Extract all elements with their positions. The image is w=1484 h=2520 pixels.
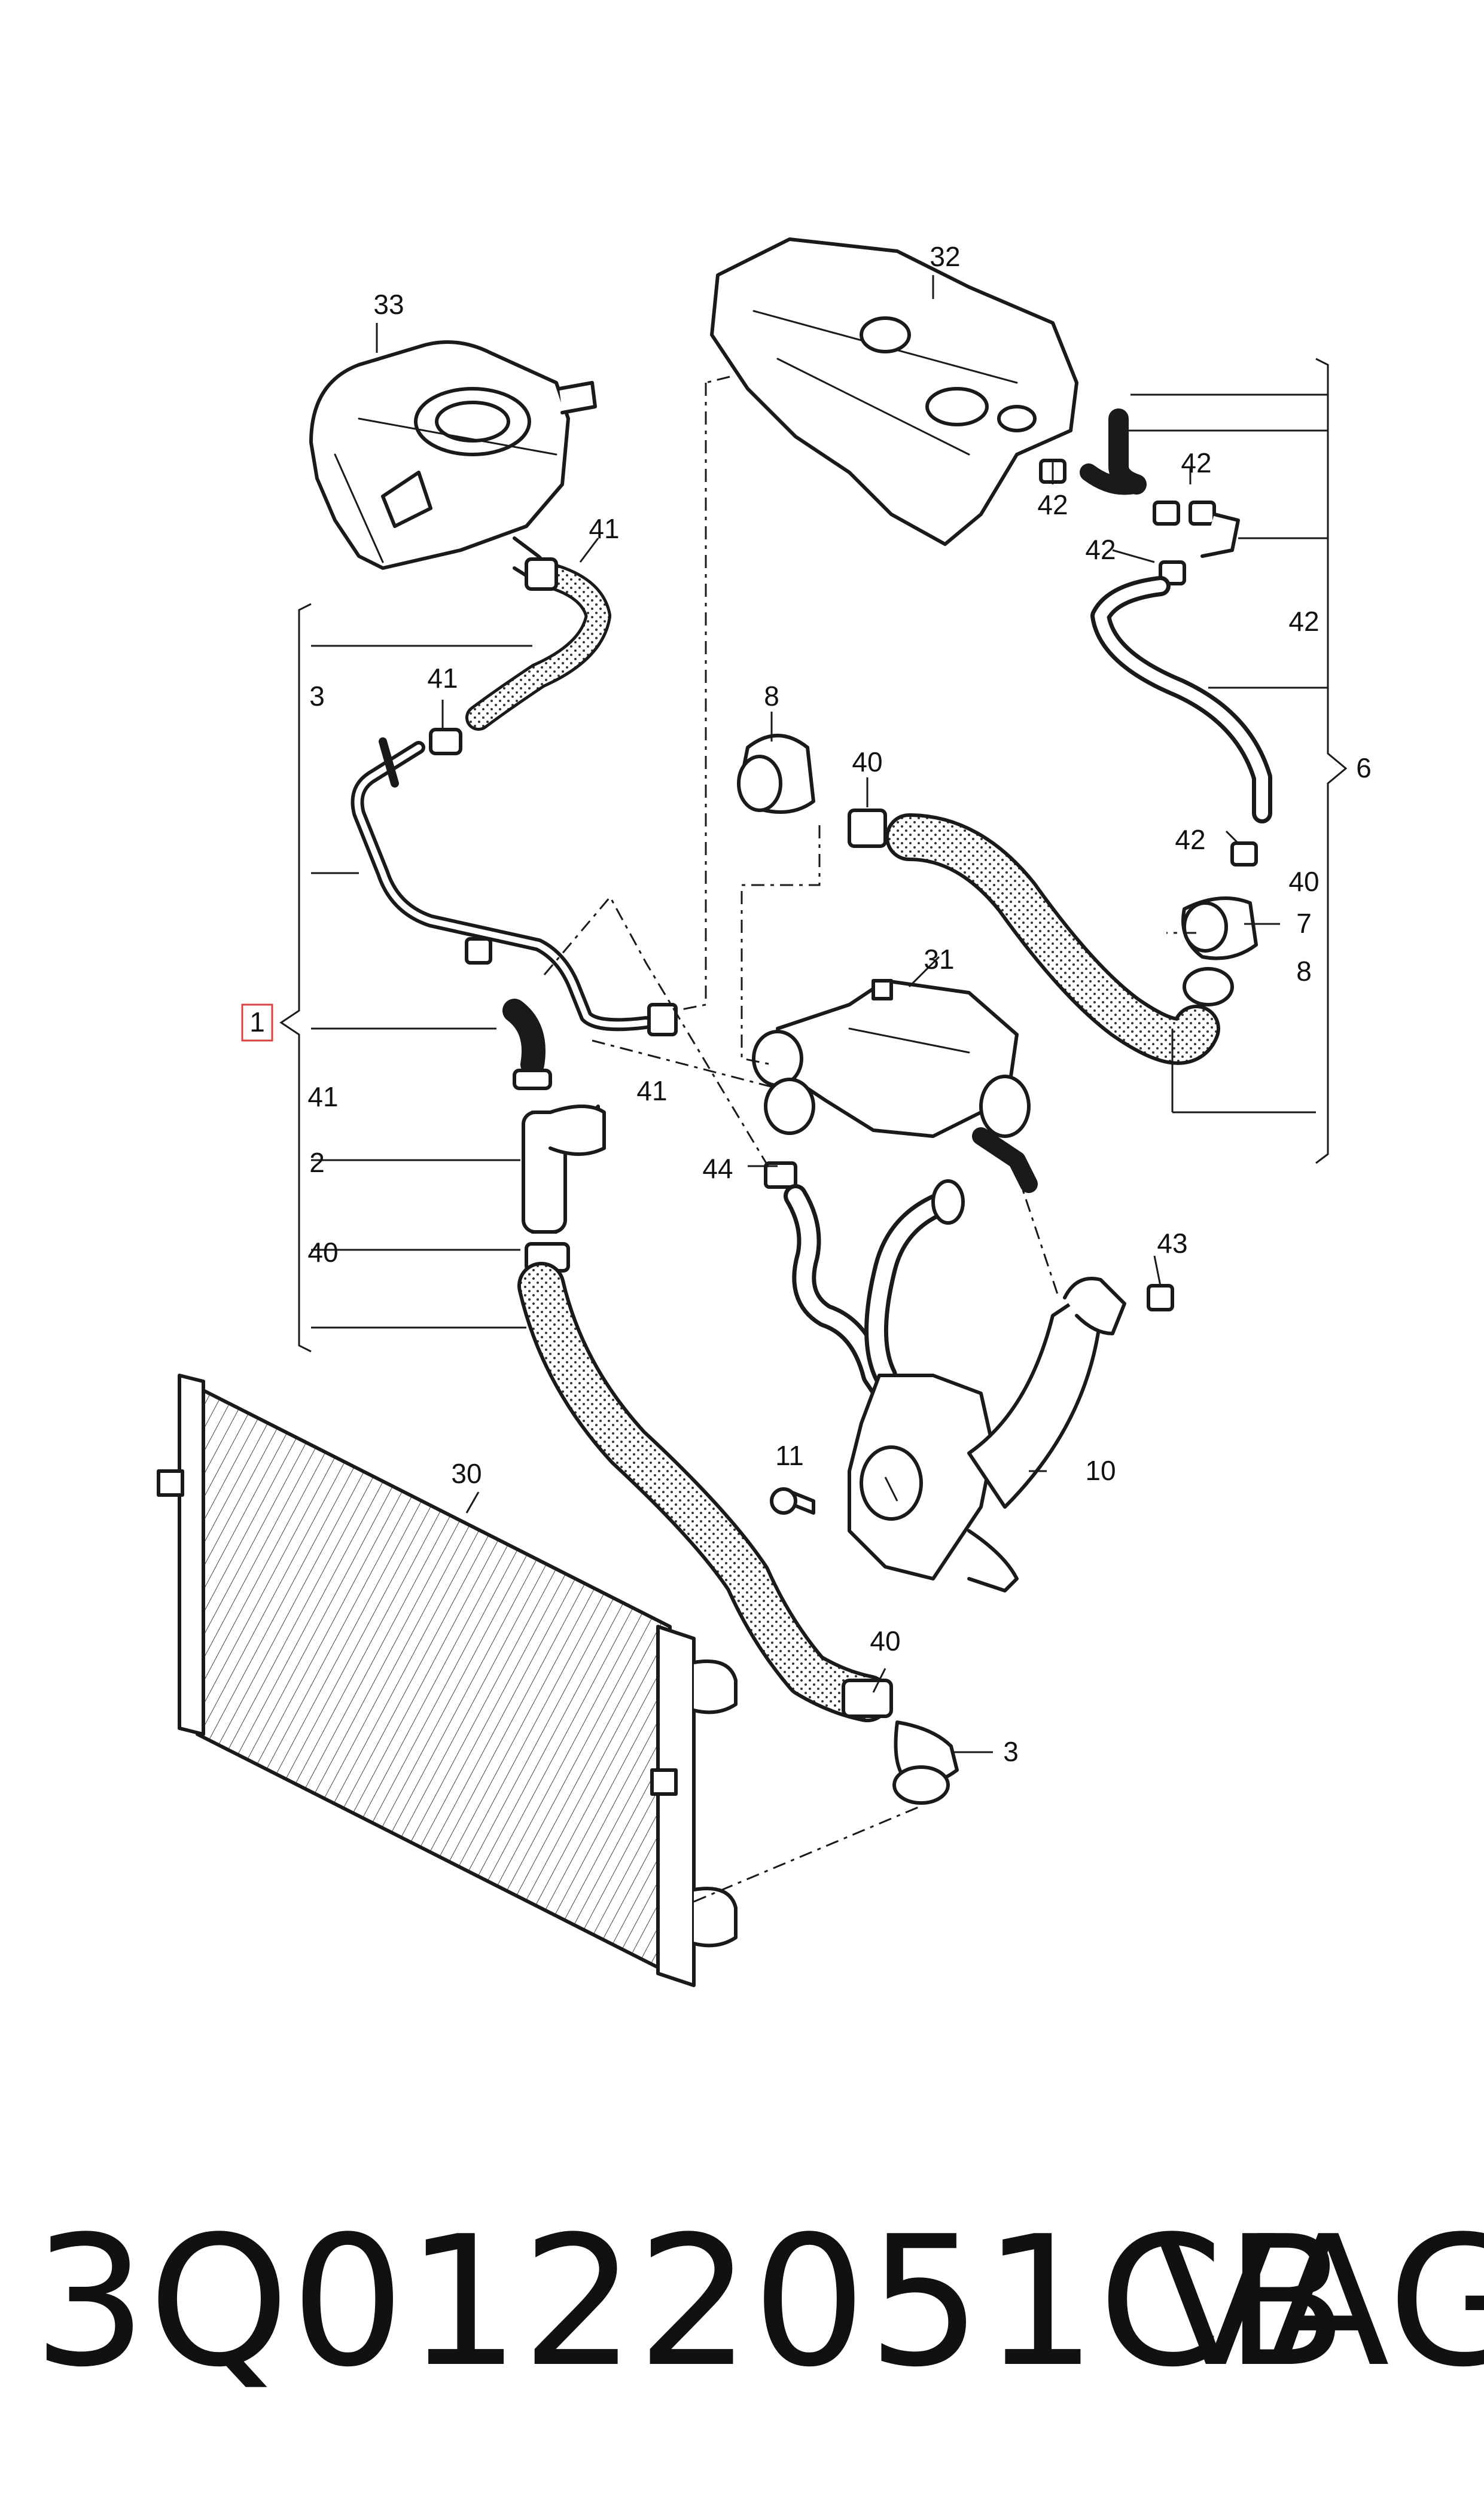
callout-41b: 41 — [427, 663, 458, 694]
callout-41a: 41 — [589, 513, 619, 544]
callout-42e: 42 — [1175, 824, 1205, 855]
radiator — [157, 1374, 738, 1987]
callout-42d: 42 — [1288, 606, 1319, 637]
callout-44: 44 — [702, 1153, 733, 1184]
callout-40c: 40 — [1288, 866, 1319, 897]
clamp-43 — [1147, 1284, 1174, 1311]
clamp-40-bottom — [842, 1679, 893, 1718]
expansion-tank — [309, 340, 597, 585]
callout-10: 10 — [1085, 1455, 1116, 1486]
clamp-41-mid — [429, 728, 462, 755]
callout-32: 32 — [930, 241, 960, 272]
callout-40a: 40 — [307, 1237, 338, 1268]
callout-1: 1 — [249, 1006, 265, 1038]
thermostat-housing-31 — [752, 979, 1038, 1193]
clamp-40-mid — [848, 809, 887, 848]
callout-11: 11 — [775, 1440, 804, 1471]
callout-41d: 41 — [307, 1081, 338, 1112]
callout-42c: 42 — [1085, 534, 1116, 565]
callout-30: 30 — [451, 1458, 482, 1489]
clamp-42c — [1189, 501, 1216, 526]
callout-33: 33 — [373, 289, 404, 320]
part-number: 3Q0122051CB — [33, 2198, 1349, 2406]
callout-3a: 3 — [309, 681, 325, 712]
leader-lines — [376, 275, 1280, 1753]
water-pump-10 — [848, 1277, 1126, 1592]
dash-dot-lines — [543, 376, 1196, 1903]
clamp-41-right — [647, 1003, 678, 1036]
callout-3b: 3 — [1003, 1736, 1019, 1767]
hose-6-upper — [1108, 408, 1147, 495]
callout-40b: 40 — [852, 746, 882, 777]
callout-8a: 8 — [1296, 956, 1312, 987]
clamp-42e — [1230, 841, 1258, 867]
clamp-41-lower — [513, 1069, 552, 1090]
cylinder-head-32 — [710, 237, 1078, 546]
callouts: 1 2 3 3 6 7 8 8 10 11 30 31 32 33 40 40 … — [249, 241, 1372, 1767]
brackets — [279, 358, 1348, 1353]
clamp-41-top — [525, 557, 558, 591]
connector-8-right — [1183, 967, 1234, 1006]
callout-8b: 8 — [764, 681, 779, 712]
callout-6: 6 — [1356, 752, 1372, 783]
clamp-42b — [1153, 501, 1180, 526]
callout-41c: 41 — [636, 1075, 667, 1106]
callout-31: 31 — [924, 944, 954, 975]
brand-label: VAG — [1154, 2198, 1484, 2406]
callout-42a: 42 — [1037, 489, 1068, 520]
callout-7: 7 — [1296, 908, 1312, 939]
callout-42b: 42 — [1181, 447, 1211, 478]
callout-43: 43 — [1157, 1228, 1187, 1259]
callout-2: 2 — [309, 1147, 325, 1178]
coolant-pipe-3 — [351, 741, 653, 1032]
hose-6-long — [1090, 576, 1272, 823]
callout-40d: 40 — [870, 1625, 900, 1656]
highlight-box-1 — [241, 1003, 273, 1042]
clamp-44 — [764, 1161, 797, 1189]
footer: 3Q0122051CB VAG — [0, 2177, 1484, 2428]
